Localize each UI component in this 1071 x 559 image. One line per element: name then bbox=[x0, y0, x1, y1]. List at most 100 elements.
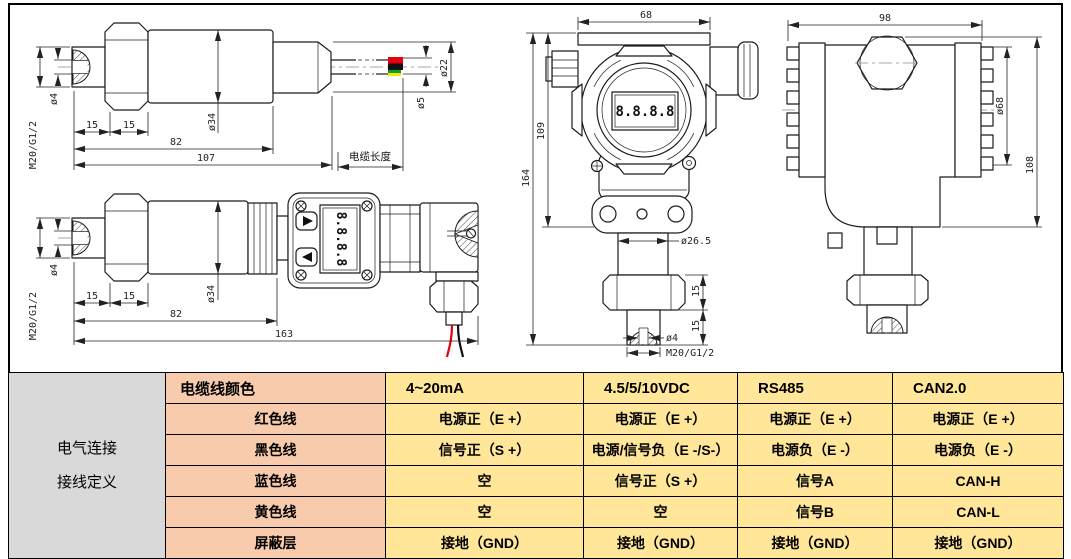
col-header-vdc: 4.5/5/10VDC bbox=[583, 372, 738, 404]
neck bbox=[617, 232, 669, 276]
cell-blue-4-20ma: 空 bbox=[385, 465, 584, 497]
black-wire bbox=[388, 63, 403, 70]
cell-red-4-20ma: 电源正（E +） bbox=[385, 403, 584, 435]
dim-nut-len: 15 bbox=[691, 285, 702, 297]
drawing-housing-front: 8.8.8.8 68 109 bbox=[521, 10, 759, 359]
dim-port-len: 15 bbox=[691, 320, 702, 332]
bracket-hole bbox=[599, 205, 617, 223]
hex-nut bbox=[602, 274, 686, 311]
dim-total-height: 164 bbox=[521, 169, 532, 187]
wire-row-yellow: 黄色线 空 空 信号B CAN-L bbox=[9, 496, 1064, 528]
cell-blue-vdc: 信号正（S +） bbox=[583, 465, 738, 497]
drawing-housing-side: 98 ø68 108 bbox=[782, 13, 1042, 334]
port-hole bbox=[72, 60, 88, 74]
cell-blue-rs485: 信号A bbox=[737, 465, 893, 497]
transmitter-body bbox=[147, 200, 249, 275]
corner-screw bbox=[295, 200, 373, 281]
cell-black-4-20ma: 信号正（S +） bbox=[385, 434, 584, 466]
col-header-4-20ma: 4~20mA bbox=[385, 372, 584, 404]
wire-name: 屏蔽层 bbox=[165, 527, 386, 559]
lcd-digits: 8.8.8.8 bbox=[615, 104, 674, 120]
cell-yellow-can20: CAN-L bbox=[892, 496, 1064, 528]
hex-nut bbox=[104, 22, 149, 111]
left-cable-gland bbox=[551, 50, 579, 88]
wire-row-black: 黑色线 信号正（S +） 电源/信号负（E -/S-） 电源负（E -） 电源负… bbox=[9, 434, 1064, 466]
dim-cap-dia: ø68 bbox=[995, 97, 1006, 115]
drawing-cable-transmitter: M20/G1/2 ø4 15 15 82 107 ø34 bbox=[28, 22, 456, 171]
hex-nut bbox=[846, 274, 929, 306]
green-wire bbox=[388, 70, 401, 73]
dim-cable-dia: ø5 bbox=[416, 97, 427, 109]
right-triangle-icon bbox=[303, 216, 313, 226]
cell-black-can20: 电源负（E -） bbox=[892, 434, 1064, 466]
dim-nut-len: 15 bbox=[123, 291, 135, 302]
cell-shield-vdc: 接地（GND） bbox=[583, 527, 738, 559]
dim-body-dia: ø34 bbox=[207, 113, 218, 131]
wire-name: 黄色线 bbox=[165, 496, 386, 528]
dim-hole-dia: ø4 bbox=[666, 333, 678, 344]
dim-thread: M20/G1/2 bbox=[28, 121, 39, 169]
dim-tip-dia: ø22 bbox=[439, 59, 450, 77]
table-header-row: 电气连接 接线定义 电缆线颜色 4~20mA 4.5/5/10VDC RS485… bbox=[8, 372, 1064, 559]
cable-gland bbox=[429, 280, 479, 313]
dim-width: 68 bbox=[640, 10, 652, 21]
dim-thread: M20/G1/2 bbox=[28, 292, 39, 340]
wire-row-red: 红色线 电源正（E +） 电源正（E +） 电源正（E +） 电源正（E +） bbox=[9, 403, 1064, 435]
technical-drawings: M20/G1/2 ø4 15 15 82 107 ø34 bbox=[28, 10, 1042, 359]
left-triangle-icon bbox=[302, 252, 312, 262]
wire-name: 蓝色线 bbox=[165, 465, 386, 497]
cell-red-vdc: 电源正（E +） bbox=[583, 403, 738, 435]
hex-nut bbox=[104, 193, 149, 282]
lcd-window bbox=[319, 204, 361, 274]
cell-black-vdc: 电源/信号负（E -/S-） bbox=[583, 434, 738, 466]
cell-yellow-rs485: 信号B bbox=[737, 496, 893, 528]
housing-body bbox=[824, 44, 956, 228]
col-header-wire-color: 电缆线颜色 bbox=[165, 372, 386, 404]
cell-red-can20: 电源正（E +） bbox=[892, 403, 1064, 435]
cell-yellow-vdc: 空 bbox=[583, 496, 738, 528]
side-label-line1: 电气连接 bbox=[56, 439, 117, 457]
red-wire bbox=[388, 57, 403, 64]
dim-hole-dia: ø4 bbox=[49, 264, 60, 276]
cell-black-rs485: 电源负（E -） bbox=[737, 434, 893, 466]
bracket-hole bbox=[667, 205, 685, 223]
dim-nut-len: 15 bbox=[123, 120, 135, 131]
dim-width: 98 bbox=[879, 13, 891, 24]
dim-thread: M20/G1/2 bbox=[666, 348, 714, 359]
dim-height: 108 bbox=[1025, 156, 1036, 174]
transmitter-body bbox=[147, 29, 274, 104]
dim-port-len: 15 bbox=[86, 291, 98, 302]
table-side-label: 电气连接 接线定义 bbox=[8, 372, 166, 559]
wire-row-shield: 屏蔽层 接地（GND） 接地（GND） 接地（GND） 接地（GND） bbox=[9, 527, 1064, 559]
lcd-window bbox=[611, 91, 679, 131]
ribbed-section bbox=[247, 202, 278, 275]
dim-body-len: 82 bbox=[170, 137, 182, 148]
right-cable-gland bbox=[709, 46, 739, 96]
col-header-rs485: RS485 bbox=[737, 372, 893, 404]
wire-row-blue: 蓝色线 空 信号正（S +） 信号A CAN-H bbox=[9, 465, 1064, 497]
wire-name: 红色线 bbox=[165, 403, 386, 435]
back-cap bbox=[272, 41, 332, 94]
dim-port-len: 15 bbox=[86, 120, 98, 131]
cell-shield-can20: 接地（GND） bbox=[892, 527, 1064, 559]
wire-name: 黑色线 bbox=[165, 434, 386, 466]
right-cap bbox=[954, 42, 982, 178]
cable-length-note: 电缆长度 bbox=[349, 150, 391, 163]
left-cap bbox=[798, 42, 826, 178]
lcd-digits: 8.8.8.8 bbox=[333, 212, 348, 267]
dim-body-dia: ø34 bbox=[206, 285, 217, 303]
dim-total-len: 163 bbox=[275, 329, 293, 340]
yellow-wire bbox=[388, 73, 401, 76]
cover-hinge bbox=[681, 155, 697, 171]
dim-total-len: 107 bbox=[197, 153, 215, 164]
cell-shield-rs485: 接地（GND） bbox=[737, 527, 893, 559]
dim-body-len: 82 bbox=[170, 309, 182, 320]
cell-yellow-4-20ma: 空 bbox=[385, 496, 584, 528]
cell-red-rs485: 电源正（E +） bbox=[737, 403, 893, 435]
cell-blue-can20: CAN-H bbox=[892, 465, 1064, 497]
drawing-display-transmitter: 8.8.8.8 bbox=[28, 192, 480, 358]
housing-top bbox=[577, 32, 711, 46]
cell-shield-4-20ma: 接地（GND） bbox=[385, 527, 584, 559]
cable-wire-tips bbox=[388, 57, 403, 76]
